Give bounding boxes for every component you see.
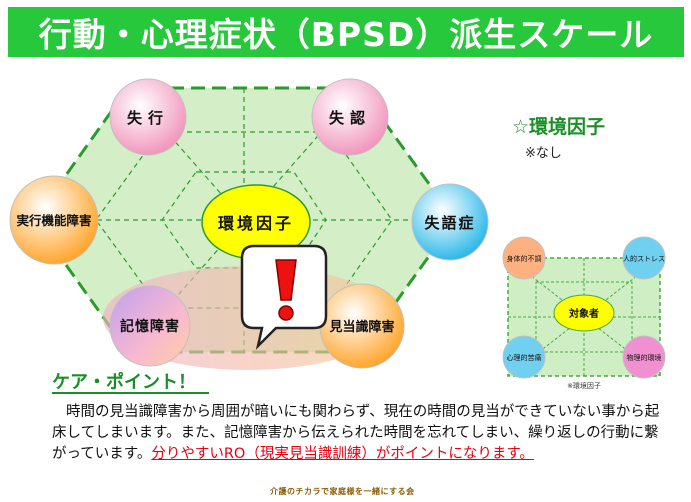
corner-label-2: 人的ストレス <box>623 254 665 263</box>
node-aphasia: 失語症 <box>411 183 489 261</box>
exclamation-icon <box>240 244 328 350</box>
corner-label-3: 心理的苦痛 <box>507 353 542 362</box>
corner-label-4: 物理的環境 <box>627 353 662 362</box>
page-title: 行動・心理症状（BPSD）派生スケール <box>8 7 684 57</box>
care-point-body: 時間の見当識障害から周囲が暗いにも関わらず、現在の時間の見当ができていない事から… <box>52 404 660 462</box>
small-center-label: 対象者 <box>568 307 599 320</box>
node-aphasia-label: 失語症 <box>424 214 475 232</box>
node-shikko: 失行 <box>109 78 187 156</box>
node-memory-impairment-label: 記憶障害 <box>120 318 180 335</box>
corner-human-stress-icon <box>622 236 666 280</box>
environment-heading: ☆環境因子 <box>512 116 606 138</box>
node-disorientation-label: 見当識障害 <box>328 319 394 335</box>
node-executive-dysfunction-label: 実行機能障害 <box>16 213 91 228</box>
care-point-emphasis: 分りやすいRO（現実見当識訓練）がポイントになります。 <box>151 446 534 462</box>
small-center-node <box>553 294 615 332</box>
environment-factor-diagram: 対象者 身体的不調 人的ストレス 心理的苦痛 物理的環境 ※環境因子 <box>502 236 666 390</box>
node-memory-impairment: 記憶障害 <box>109 285 191 367</box>
care-point-text: 時間の見当識障害から周囲が暗いにも関わらず、現在の時間の見当ができていない事から… <box>52 402 662 465</box>
footer-caption: 介護のチカラで家庭様を一緒にする会 <box>270 487 415 496</box>
node-shitsunin-label: 失認 <box>329 109 371 127</box>
corner-physical-env-icon <box>622 335 666 379</box>
small-diagram-caption: ※環境因子 <box>567 381 601 390</box>
center-node-label: 環境因子 <box>218 214 294 233</box>
corner-psychological-icon <box>502 335 546 379</box>
node-executive-dysfunction: 実行機能障害 <box>9 175 99 265</box>
environment-note: ※なし <box>525 146 562 161</box>
node-shikko-label: 失行 <box>127 109 169 127</box>
corner-physical-icon <box>502 236 546 280</box>
care-point-heading: ケア・ポイント！ <box>52 372 196 393</box>
node-disorientation: 見当識障害 <box>319 283 405 369</box>
corner-label-1: 身体的不調 <box>507 254 542 263</box>
node-shitsunin: 失認 <box>311 78 389 156</box>
care-heading-underline <box>52 392 209 394</box>
